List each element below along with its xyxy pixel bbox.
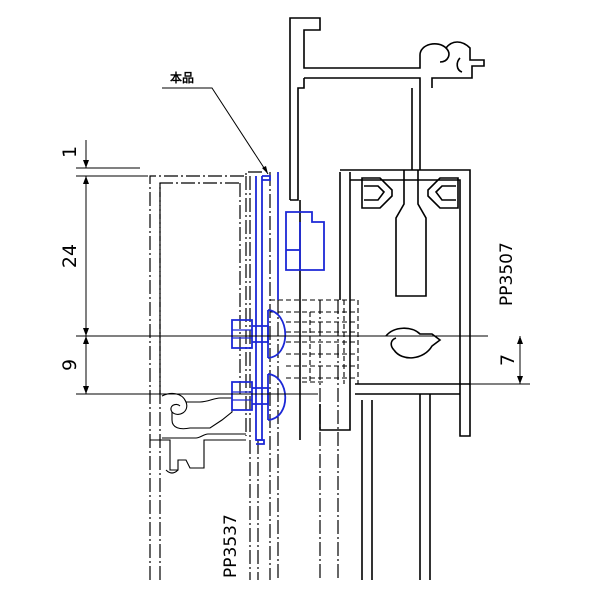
part-leader <box>162 87 269 175</box>
dimension-right-offset: 7 <box>497 354 519 366</box>
dimension-upper-height: 24 <box>59 244 81 268</box>
center-frame <box>289 17 485 580</box>
dimension-lower-height: 9 <box>59 359 81 371</box>
profile-code-right: PP3507 <box>497 242 517 306</box>
profile-code-left: PP3537 <box>221 514 241 578</box>
left-profile-pp3537 <box>149 171 279 580</box>
product-part <box>231 172 325 445</box>
dimension-lines <box>76 140 530 395</box>
hidden-lines <box>270 299 359 384</box>
part-label: 本品 <box>170 70 194 85</box>
dimension-top-gap: 1 <box>59 146 81 158</box>
